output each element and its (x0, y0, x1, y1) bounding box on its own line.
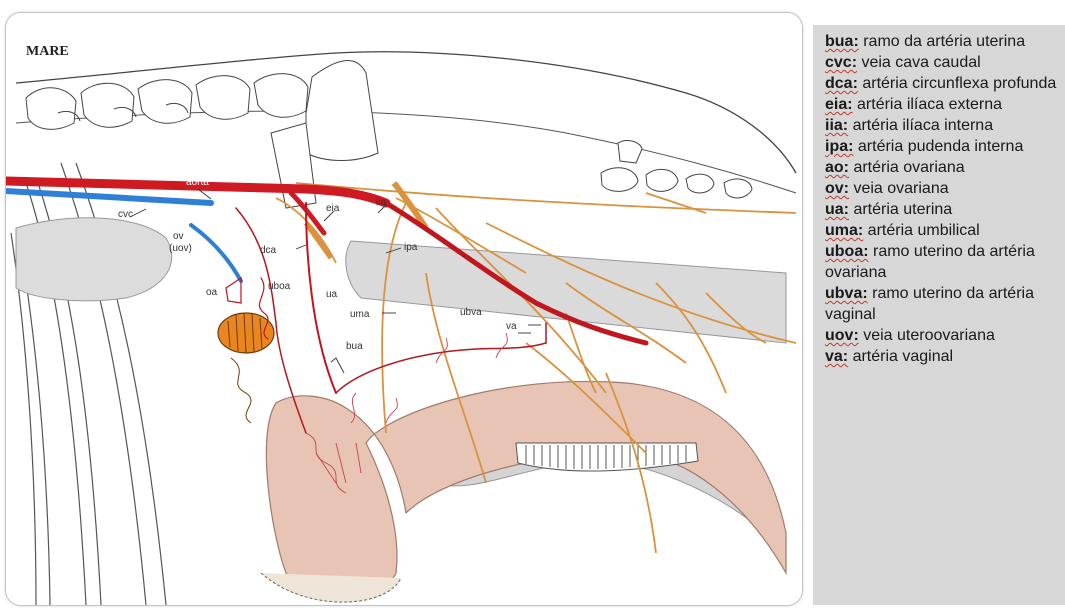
legend-desc: ramo da artéria uterina (859, 33, 1025, 50)
legend-entry: uov: veia uteroovariana (825, 325, 1061, 346)
legend-desc: artéria vaginal (848, 348, 953, 365)
legend-desc: artéria uterina (849, 201, 952, 218)
kidney-region (16, 218, 172, 301)
legend-abbr: eia: (825, 96, 853, 113)
label-ov: ov (173, 231, 184, 242)
label-eia: eia (326, 203, 340, 214)
legend-abbr: iia: (825, 117, 848, 134)
legend-entry: ao: artéria ovariana (825, 157, 1061, 178)
legend-entry: ipa: artéria pudenda interna (825, 136, 1061, 157)
legend-entry: ua: artéria uterina (825, 199, 1061, 220)
legend-entry: eia: artéria ilíaca externa (825, 94, 1061, 115)
legend-panel: bua: ramo da artéria uterina cvc: veia c… (813, 25, 1065, 605)
legend-entry: dca: artéria circunflexa profunda (825, 73, 1061, 94)
label-ua: ua (326, 289, 338, 300)
legend-desc: artéria ovariana (849, 159, 965, 176)
label-iia: iia (376, 197, 386, 208)
legend-desc: veia uteroovariana (859, 327, 995, 344)
label-ipa: ipa (404, 242, 418, 253)
label-ubva: ubva (460, 307, 482, 318)
legend-abbr: ao: (825, 159, 849, 176)
label-uov: (uov) (169, 243, 192, 254)
legend-desc: veia cava caudal (857, 54, 981, 71)
legend-desc: artéria pudenda interna (853, 138, 1023, 155)
label-cvc: cvc (118, 209, 133, 220)
legend-abbr: va: (825, 348, 848, 365)
legend-desc: artéria ilíaca interna (848, 117, 993, 134)
legend-abbr: cvc: (825, 54, 857, 71)
legend-entry: bua: ramo da artéria uterina (825, 31, 1061, 52)
legend-abbr: ubva: (825, 285, 868, 302)
legend-abbr: ipa: (825, 138, 853, 155)
legend-entry: ubva: ramo uterino da artéria vaginal (825, 283, 1061, 325)
legend-entry: uboa: ramo uterino da artéria ovariana (825, 241, 1061, 283)
legend-entry: va: artéria vaginal (825, 346, 1061, 367)
legend-desc: artéria umbilical (863, 222, 979, 239)
legend-abbr: bua: (825, 33, 859, 50)
legend-abbr: uboa: (825, 243, 869, 260)
legend-entry: ov: veia ovariana (825, 178, 1061, 199)
legend-desc: artéria circunflexa profunda (858, 75, 1056, 92)
legend-abbr: uov: (825, 327, 859, 344)
label-dca: dca (260, 245, 277, 256)
figure-title: MARE (26, 44, 69, 59)
label-bua: bua (346, 341, 363, 352)
label-aorta: aorta (186, 177, 209, 188)
legend-abbr: uma: (825, 222, 863, 239)
legend-abbr: ov: (825, 180, 849, 197)
label-uma: uma (350, 309, 370, 320)
anatomy-figure: MARE aorta cvc ov (uov) oa uboa dca eia … (5, 12, 803, 606)
legend-desc: artéria ilíaca externa (853, 96, 1002, 113)
label-va: va (506, 321, 517, 332)
label-uboa: uboa (268, 281, 291, 292)
figure-drawing: MARE aorta cvc ov (uov) oa uboa dca eia … (6, 13, 802, 605)
legend-entry: iia: artéria ilíaca interna (825, 115, 1061, 136)
legend-desc: veia ovariana (849, 180, 949, 197)
legend-entry: cvc: veia cava caudal (825, 52, 1061, 73)
legend-abbr: dca: (825, 75, 858, 92)
label-oa: oa (206, 287, 218, 298)
legend-entry: uma: artéria umbilical (825, 220, 1061, 241)
legend-abbr: ua: (825, 201, 849, 218)
